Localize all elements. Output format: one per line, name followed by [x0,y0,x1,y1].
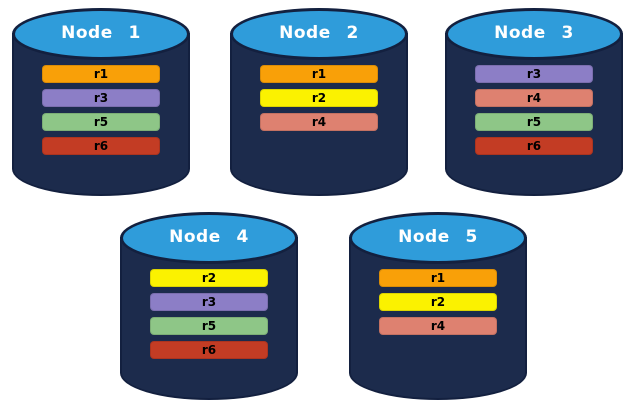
replica-bar: r6 [475,137,593,155]
replica-label: r1 [430,271,446,285]
replica-bar: r4 [379,317,497,335]
node-cylinder-3: Node 3 r3 r4 r5 r6 [445,8,623,196]
replica-label: r2 [430,295,446,309]
replica-bar: r1 [379,269,497,287]
node-label: Node 4 [169,227,249,247]
cylinder-top: Node 3 [445,8,623,60]
node-label: Node 3 [494,23,574,43]
replica-label: r5 [201,319,217,333]
node-label: Node 1 [61,23,141,43]
replica-list: r1 r2 r4 [230,65,408,131]
replica-bar: r2 [379,293,497,311]
node-cylinder-4: Node 4 r2 r3 r5 r6 [120,212,298,400]
node-cylinder-1: Node 1 r1 r3 r5 r6 [12,8,190,196]
replica-label: r5 [526,115,542,129]
replica-bar: r1 [260,65,378,83]
replica-label: r4 [526,91,542,105]
replica-bar: r4 [260,113,378,131]
replica-list: r2 r3 r5 r6 [120,269,298,359]
replica-label: r4 [430,319,446,333]
replica-label: r6 [526,139,542,153]
cylinder-top: Node 2 [230,8,408,60]
replica-bar: r4 [475,89,593,107]
replica-label: r6 [201,343,217,357]
replica-label: r6 [93,139,109,153]
replica-bar: r3 [475,65,593,83]
replica-bar: r6 [150,341,268,359]
node-cylinder-2: Node 2 r1 r2 r4 [230,8,408,196]
replica-label: r2 [201,271,217,285]
node-label: Node 2 [279,23,359,43]
node-label: Node 5 [398,227,478,247]
replica-label: r4 [311,115,327,129]
replica-bar: r5 [42,113,160,131]
replica-bar: r1 [42,65,160,83]
replica-list: r3 r4 r5 r6 [445,65,623,155]
replica-label: r3 [526,67,542,81]
replica-label: r3 [93,91,109,105]
node-cylinder-5: Node 5 r1 r2 r4 [349,212,527,400]
replica-bar: r3 [42,89,160,107]
cylinder-top: Node 4 [120,212,298,264]
cylinder-top: Node 5 [349,212,527,264]
replica-label: r2 [311,91,327,105]
replica-bar: r5 [475,113,593,131]
replica-bar: r3 [150,293,268,311]
replica-list: r1 r3 r5 r6 [12,65,190,155]
replica-bar: r6 [42,137,160,155]
replica-label: r3 [201,295,217,309]
replica-bar: r2 [150,269,268,287]
replica-label: r1 [311,67,327,81]
replica-label: r1 [93,67,109,81]
replica-label: r5 [93,115,109,129]
replica-bar: r2 [260,89,378,107]
cylinder-top: Node 1 [12,8,190,60]
replica-bar: r5 [150,317,268,335]
replica-list: r1 r2 r4 [349,269,527,335]
